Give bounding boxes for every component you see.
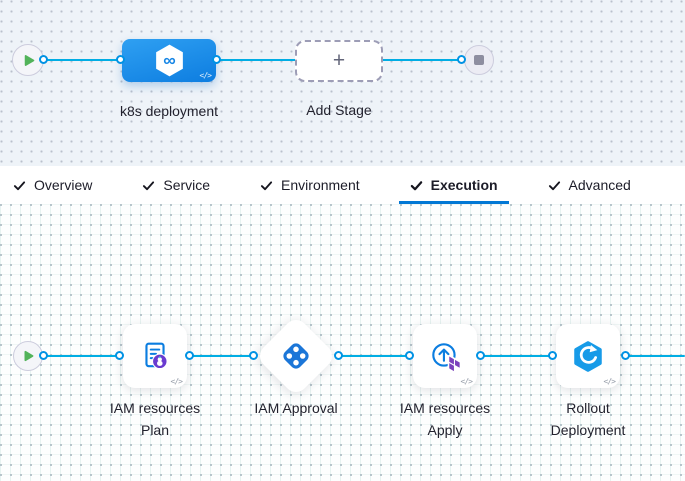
harness-cd-stage-icon: ∞	[155, 44, 183, 77]
stage-name-label: k8s deployment	[119, 103, 219, 119]
play-icon	[24, 350, 34, 362]
stage-config-tabbar: Overview Service Environment Execution A…	[0, 166, 685, 204]
check-icon	[548, 180, 560, 190]
stage-graph-canvas[interactable]: ∞ </> + k8s deployment Add Stage	[0, 0, 685, 166]
add-stage-button[interactable]: +	[295, 40, 383, 82]
connector-dot	[405, 351, 414, 360]
edge-line	[44, 59, 122, 61]
step-yaml-code-icon[interactable]: </>	[460, 377, 473, 386]
approval-icon	[283, 343, 309, 369]
step-yaml-code-icon[interactable]: </>	[603, 377, 616, 386]
connector-dot	[476, 351, 485, 360]
edge-line	[190, 355, 254, 357]
connector-dot	[39, 351, 48, 360]
connector-dot	[115, 351, 124, 360]
plus-icon: +	[332, 48, 346, 72]
step-label: Rollout Deployment	[550, 400, 626, 438]
add-stage-label: Add Stage	[306, 102, 372, 118]
step-label: IAM Approval	[254, 400, 338, 416]
tab-overview[interactable]: Overview	[2, 166, 103, 204]
edge-line	[626, 355, 685, 357]
connector-dot	[249, 351, 258, 360]
terraform-apply-icon	[432, 343, 462, 373]
step-yaml-code-icon[interactable]: </>	[170, 377, 183, 386]
stage-node-k8s-deployment[interactable]: ∞ </>	[122, 39, 216, 82]
connector-dot	[116, 55, 125, 64]
step-label: IAM resources Plan	[109, 400, 201, 438]
execution-start-node[interactable]	[13, 341, 43, 371]
edge-line	[338, 355, 410, 357]
svg-text:∞: ∞	[163, 50, 175, 70]
pipeline-end-node[interactable]	[464, 45, 494, 75]
tab-execution[interactable]: Execution	[398, 166, 509, 204]
step-node-approval[interactable]	[254, 314, 338, 398]
connector-dot	[334, 351, 343, 360]
check-icon	[260, 180, 273, 190]
tab-service[interactable]: Service	[131, 166, 221, 204]
step-node-terraform-plan[interactable]: </>	[123, 324, 187, 388]
connector-dot	[548, 351, 557, 360]
edge-line	[480, 355, 553, 357]
check-icon	[410, 180, 422, 190]
connector-dot	[457, 55, 466, 64]
step-node-terraform-apply[interactable]: </>	[413, 324, 477, 388]
play-icon	[24, 54, 34, 66]
connector-dot	[212, 55, 221, 64]
step-label: IAM resources Apply	[399, 400, 491, 438]
connector-dot	[621, 351, 630, 360]
connector-dot	[39, 55, 48, 64]
tab-environment[interactable]: Environment	[249, 166, 371, 204]
execution-graph-canvas[interactable]: </>	[0, 204, 685, 481]
k8s-rollout-icon	[574, 341, 602, 372]
check-icon	[13, 180, 26, 190]
step-node-k8s-rollout[interactable]: </>	[556, 324, 620, 388]
check-icon	[143, 180, 155, 190]
connector-dot	[185, 351, 194, 360]
pipeline-start-node[interactable]	[12, 44, 44, 76]
terraform-plan-icon	[145, 342, 168, 370]
stage-yaml-code-icon[interactable]: </>	[199, 71, 212, 80]
stop-icon	[474, 55, 484, 65]
edge-line	[44, 355, 119, 357]
tab-advanced[interactable]: Advanced	[537, 166, 642, 204]
